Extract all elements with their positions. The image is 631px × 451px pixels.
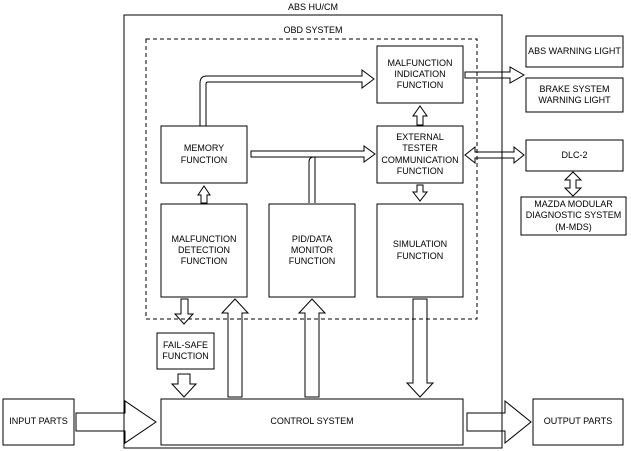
control-system-box [160, 398, 464, 446]
pid-monitor-label: PID/DATA MONITOR FUNCTION [288, 233, 336, 267]
abs-warning-light-box [525, 35, 624, 68]
arrow-simulation-to-control [405, 298, 435, 398]
arrow-control-to-detection [220, 298, 250, 398]
arrow-memory-to-indication [199, 69, 375, 126]
malfunction-indication-box [376, 45, 464, 104]
simulation-box [376, 203, 464, 298]
arrow-tester-to-indication [412, 105, 428, 126]
memory-label: MEMORY FUNCTION [180, 143, 228, 165]
arrow-dlc2-mmds [563, 171, 583, 197]
control-system-label: CONTROL SYSTEM [270, 416, 354, 427]
malfunction-detection-box [160, 203, 248, 298]
obd-system-title: OBD SYSTEM [283, 24, 343, 35]
arrow-control-to-output [466, 399, 532, 445]
fail-safe-label: FAIL-SAFE FUNCTION [162, 339, 209, 361]
pid-monitor-box [268, 203, 356, 298]
arrow-tester-to-simulation [411, 184, 429, 202]
arrow-indication-to-lights [464, 66, 526, 84]
dlc2-box [525, 139, 624, 172]
malfunction-indication-label: MALFUNCTION INDICATION FUNCTION [387, 57, 453, 91]
output-parts-label: OUTPUT PARTS [543, 416, 613, 427]
arrow-input-to-control [75, 400, 157, 444]
mmds-label: MAZDA MODULAR DIAGNOSTIC SYSTEM (M-MDS) [525, 199, 622, 232]
arrow-memory-to-tester [250, 145, 376, 163]
arrow-detection-to-failsafe [173, 298, 195, 325]
abs-warning-light-label: ABS WARNING LIGHT [528, 45, 621, 56]
input-parts-box [2, 398, 75, 446]
external-tester-label: EXTERNAL TESTER COMMUNICATION FUNCTION [381, 132, 459, 176]
malfunction-detection-label: MALFUNCTION DETECTION FUNCTION [171, 233, 237, 267]
arrow-detection-to-memory [197, 185, 211, 204]
obd-system-box [145, 38, 478, 320]
abs-hu-cm-title: ABS HU/CM [287, 1, 338, 12]
arrow-control-to-pid [297, 298, 327, 398]
fail-safe-box [156, 332, 215, 370]
abs-hu-cm-box [123, 14, 503, 449]
simulation-label: SIMULATION FUNCTION [392, 239, 448, 261]
output-parts-box [532, 398, 624, 446]
dlc2-label: DLC-2 [561, 149, 588, 160]
brake-warning-light-box [525, 77, 624, 113]
arrow-failsafe-to-control [170, 373, 198, 398]
external-tester-box [376, 125, 464, 184]
brake-warning-light-label: BRAKE SYSTEM WARNING LIGHT [538, 83, 611, 105]
memory-box [160, 125, 248, 184]
mmds-box [520, 196, 627, 236]
arrow-tester-dlc2 [464, 145, 525, 165]
input-parts-label: INPUT PARTS [9, 416, 68, 427]
arrow-pid-to-tester-junction [308, 156, 316, 203]
